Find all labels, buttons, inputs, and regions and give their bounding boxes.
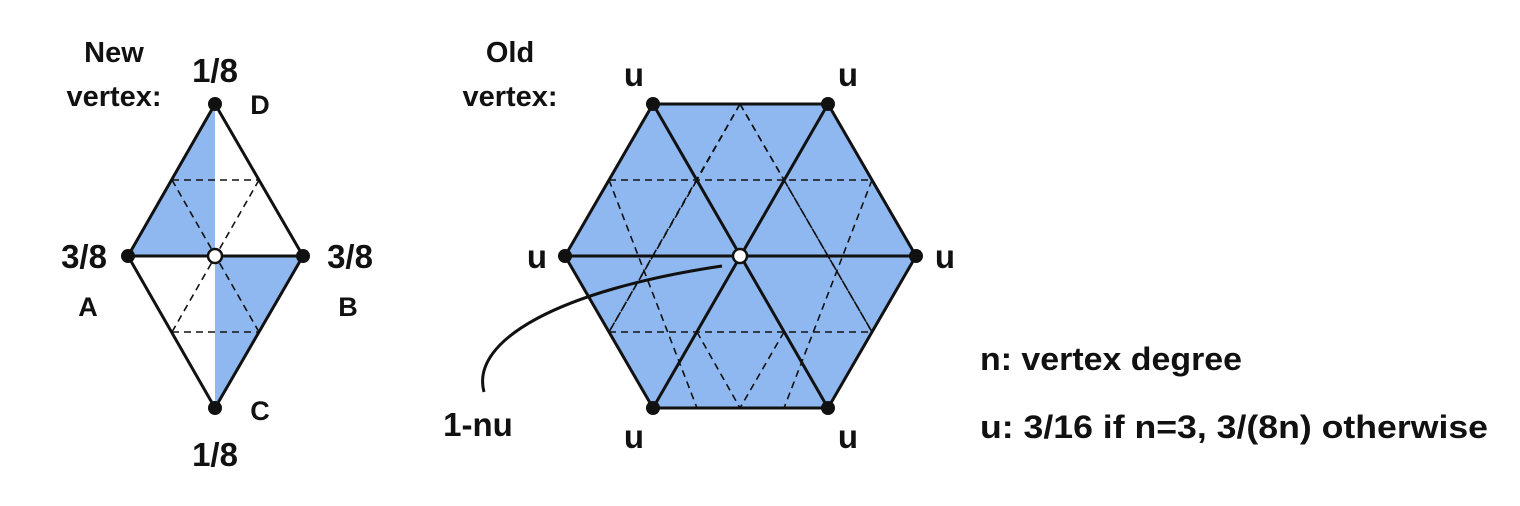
- hex-vertex-left-dot: [558, 249, 572, 263]
- bottom-weight-label: 1/8: [192, 436, 238, 473]
- old-vertex-title-line2: vertex:: [462, 81, 557, 113]
- hex-vertex-top-right-dot: [821, 97, 835, 111]
- weight-left: u: [527, 238, 547, 275]
- left-vertex-name: A: [78, 292, 98, 322]
- center-leader-line: [481, 264, 723, 393]
- vertex-b-dot: [296, 249, 310, 263]
- weight-bottom-right: u: [838, 418, 858, 455]
- legend-u-definition: u: 3/16 if n=3, 3/(8n) otherwise: [980, 409, 1488, 445]
- old-vertex-title-line1: Old: [486, 37, 534, 69]
- new-vertex-dot: [206, 247, 224, 265]
- legend-degree-definition: n: vertex degree: [980, 341, 1242, 377]
- top-vertex-name: D: [250, 90, 270, 120]
- new-vertex-diagram: New vertex: 1/8 D 3/8 A 3/8 B C 1/8: [61, 37, 373, 473]
- vertex-c-dot: [208, 401, 222, 415]
- hex-vertex-bottom-left-dot: [646, 401, 660, 415]
- vertex-d-dot: [208, 97, 222, 111]
- center-weight-label: 1-nu: [443, 406, 513, 443]
- legend: n: vertex degree u: 3/16 if n=3, 3/(8n) …: [980, 341, 1488, 445]
- hex-vertex-bottom-right-dot: [821, 401, 835, 415]
- new-vertex-title-line1: New: [84, 37, 144, 69]
- weight-right: u: [935, 238, 955, 275]
- weight-top-left: u: [624, 56, 644, 93]
- weight-bottom-left: u: [624, 418, 644, 455]
- weight-top-right: u: [838, 56, 858, 93]
- bottom-vertex-name: C: [250, 396, 270, 426]
- right-vertex-name: B: [338, 292, 358, 322]
- new-vertex-title-line2: vertex:: [66, 81, 161, 113]
- top-weight-label: 1/8: [192, 52, 238, 89]
- old-vertex-dot: [731, 247, 749, 265]
- right-weight-label: 3/8: [327, 238, 373, 275]
- hex-vertex-right-dot: [909, 249, 923, 263]
- vertex-a-dot: [121, 249, 135, 263]
- old-vertex-diagram: Old vertex: u u u u u u 1-nu: [443, 37, 955, 455]
- hex-vertex-top-left-dot: [646, 97, 660, 111]
- left-weight-label: 3/8: [61, 238, 107, 275]
